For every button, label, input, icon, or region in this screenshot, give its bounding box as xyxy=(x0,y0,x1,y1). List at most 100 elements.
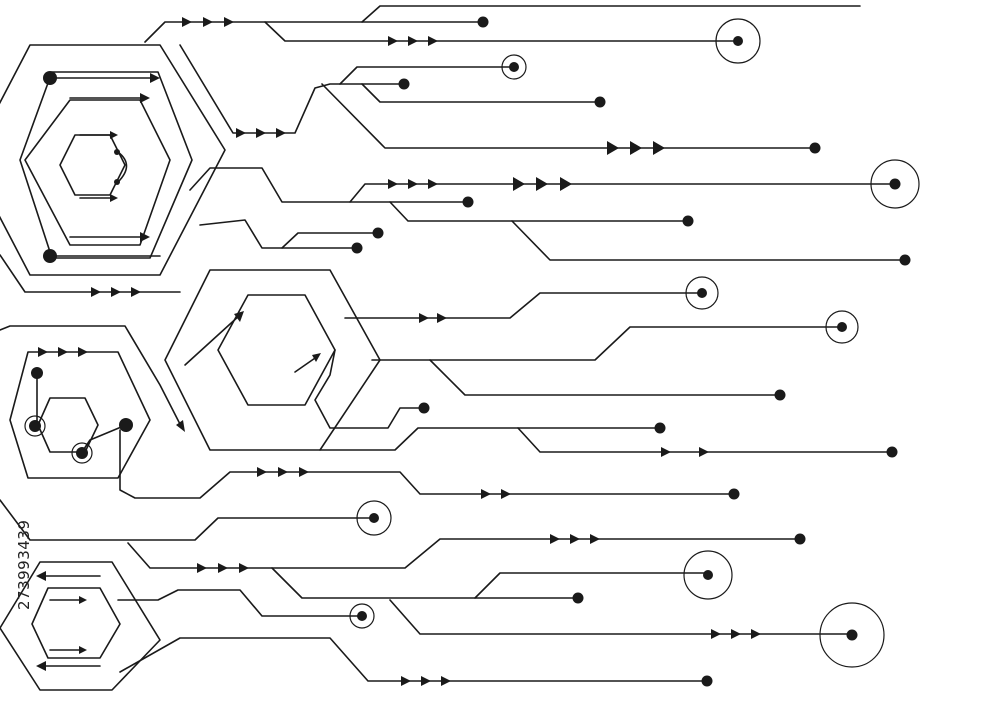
node-dot xyxy=(682,215,694,227)
node-dot xyxy=(809,142,821,154)
node-ring xyxy=(356,500,392,536)
node-dot xyxy=(372,227,384,239)
node-dot xyxy=(594,96,606,108)
arrow-right-icon xyxy=(590,534,600,544)
node-dot xyxy=(351,242,363,254)
arrow-right-icon xyxy=(570,534,580,544)
trace-line xyxy=(0,325,183,429)
node-dot xyxy=(509,62,519,72)
arrow-right-icon xyxy=(408,179,418,189)
trace-line xyxy=(319,427,661,451)
node-dot xyxy=(357,611,367,621)
arrow-right-icon xyxy=(91,287,101,297)
arrow-right-icon xyxy=(257,467,267,477)
arrow-right-icon xyxy=(437,313,447,323)
node-dot xyxy=(889,178,901,190)
node-dot xyxy=(76,447,88,459)
node-dot xyxy=(119,418,133,432)
arrow-right-icon xyxy=(428,36,438,46)
node-ring xyxy=(685,276,719,310)
hexagon-left-inner-icon xyxy=(37,397,99,453)
arrow-right-icon xyxy=(419,313,429,323)
trace-line xyxy=(511,220,906,261)
node-dot xyxy=(654,422,666,434)
arrow-right-icon xyxy=(140,93,150,103)
arrow-right-icon xyxy=(560,177,572,191)
trace-line xyxy=(474,572,709,599)
arrow-right-icon xyxy=(661,447,671,457)
arrow-right-icon xyxy=(550,534,560,544)
arrow-right-icon xyxy=(140,232,150,242)
arrow-right-icon xyxy=(653,141,665,155)
node-ring xyxy=(825,310,859,344)
arrow-right-icon xyxy=(699,447,709,457)
node-ring xyxy=(870,159,920,209)
trace-line xyxy=(127,538,801,569)
arrow-right-icon xyxy=(197,563,207,573)
trace-line xyxy=(389,599,853,635)
trace-line xyxy=(117,589,363,617)
trace-line xyxy=(429,359,781,396)
trace-line xyxy=(389,201,689,222)
node-ring xyxy=(24,415,46,437)
arrow-right-icon xyxy=(182,17,192,27)
node-dot xyxy=(369,513,379,523)
arrow-right-icon xyxy=(276,128,286,138)
node-ring xyxy=(71,442,93,464)
arrow-right-icon xyxy=(401,676,411,686)
node-dot xyxy=(886,446,898,458)
trace-line xyxy=(0,254,181,293)
arrow-right-icon xyxy=(150,73,160,83)
arrow-right-icon xyxy=(278,467,288,477)
arrow-right-icon xyxy=(630,141,642,155)
arrow-right-icon xyxy=(256,128,266,138)
node-dot xyxy=(728,488,740,500)
arrow-right-icon xyxy=(239,563,249,573)
trace-line xyxy=(119,429,735,499)
arrow-icon xyxy=(176,420,185,432)
arrow-right-icon xyxy=(236,128,246,138)
node-dot xyxy=(29,420,41,432)
node-dot xyxy=(794,533,806,545)
trace-line xyxy=(349,183,896,203)
node-dot xyxy=(774,389,786,401)
arrow-right-icon xyxy=(421,676,431,686)
node-dot xyxy=(43,71,57,85)
trace-line xyxy=(0,499,375,541)
hexagon-middle-inner-icon xyxy=(217,294,336,406)
node-dot xyxy=(43,249,57,263)
trace-line xyxy=(271,567,579,599)
node-dot xyxy=(462,196,474,208)
arrow-right-icon xyxy=(110,194,118,202)
arrow-left-icon xyxy=(36,571,46,581)
arrow-left-icon xyxy=(36,661,46,671)
node-dot xyxy=(846,629,858,641)
arrow-right-icon xyxy=(441,676,451,686)
arrow-right-icon xyxy=(711,629,721,639)
arrow-right-icon xyxy=(299,467,309,477)
hexagon-left-outer-icon xyxy=(9,351,151,479)
node-dot xyxy=(114,149,120,155)
arrow-right-icon xyxy=(428,179,438,189)
node-ring xyxy=(819,602,885,668)
hexagon-bottom-outer-icon xyxy=(0,561,161,691)
hexagon-outer-icon xyxy=(0,44,226,276)
hexagon-inner-icon xyxy=(24,99,171,246)
node-ring xyxy=(683,550,733,600)
trace-line xyxy=(281,232,379,249)
arrow-right-icon xyxy=(388,36,398,46)
arrow-right-icon xyxy=(110,131,118,139)
trace-arc xyxy=(117,151,128,183)
arrow-right-icon xyxy=(79,596,87,604)
node-dot xyxy=(477,16,489,28)
arrow-right-icon xyxy=(38,347,48,357)
trace-line xyxy=(189,167,469,203)
arrow-right-icon xyxy=(111,287,121,297)
arrow-right-icon xyxy=(58,347,68,357)
node-dot xyxy=(572,592,584,604)
node-dot xyxy=(733,36,743,46)
node-ring xyxy=(501,54,527,80)
hexagon-core-icon xyxy=(59,134,126,196)
trace-line xyxy=(339,66,515,85)
node-dot xyxy=(114,179,120,185)
